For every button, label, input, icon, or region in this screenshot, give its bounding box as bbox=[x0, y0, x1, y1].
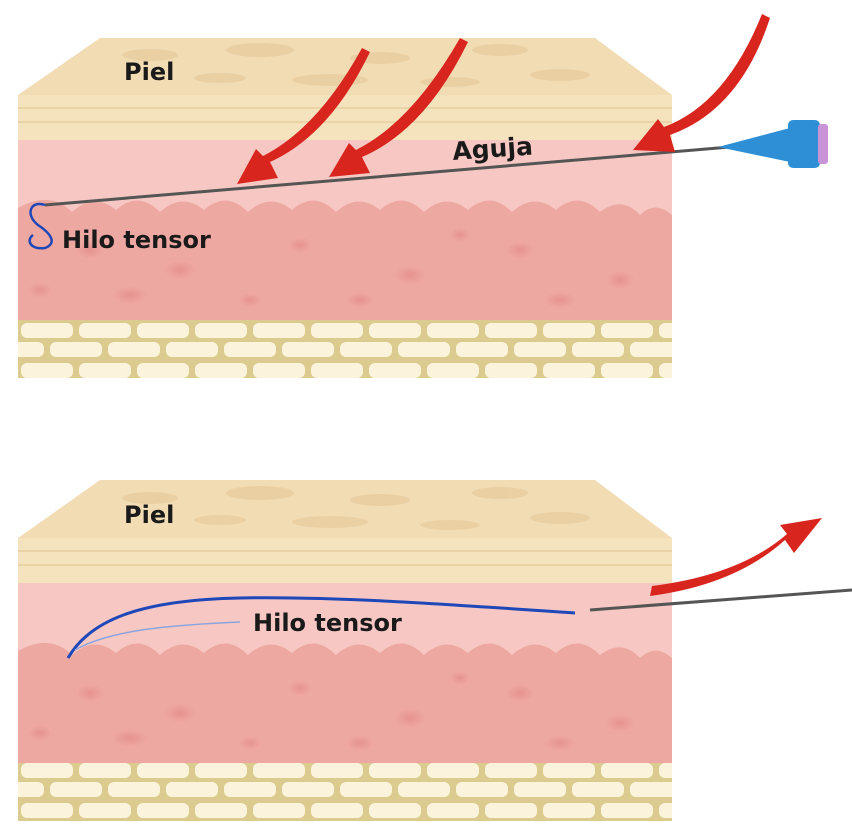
fat-layer bbox=[18, 763, 672, 821]
insertion-arrows bbox=[237, 14, 770, 184]
needle-shaft bbox=[44, 145, 731, 207]
tensor-thread bbox=[28, 202, 53, 250]
skin-label: Piel bbox=[124, 501, 174, 529]
tensor-thread-trail bbox=[74, 621, 241, 651]
needle-shaft bbox=[589, 588, 852, 612]
papillary-dermis bbox=[18, 140, 672, 215]
arrow-3 bbox=[633, 14, 770, 152]
arrow-2 bbox=[329, 38, 468, 177]
needle-label: Aguja bbox=[451, 131, 533, 166]
fat-layer bbox=[18, 320, 672, 378]
thread-label: Hilo tensor bbox=[62, 226, 211, 254]
tensor-thread bbox=[66, 596, 576, 659]
extraction-arrow bbox=[650, 518, 822, 596]
thread-label: Hilo tensor bbox=[253, 609, 402, 637]
panel-extraction: Piel Hilo tensor bbox=[18, 480, 852, 821]
skin-label: Piel bbox=[124, 58, 174, 86]
panel-insertion: Piel Aguja Hilo tensor bbox=[18, 14, 828, 378]
arrow-1 bbox=[237, 48, 370, 184]
needle-hub bbox=[718, 120, 828, 168]
skin-surface bbox=[18, 480, 672, 538]
epidermis bbox=[18, 538, 672, 583]
epidermis bbox=[18, 95, 672, 140]
